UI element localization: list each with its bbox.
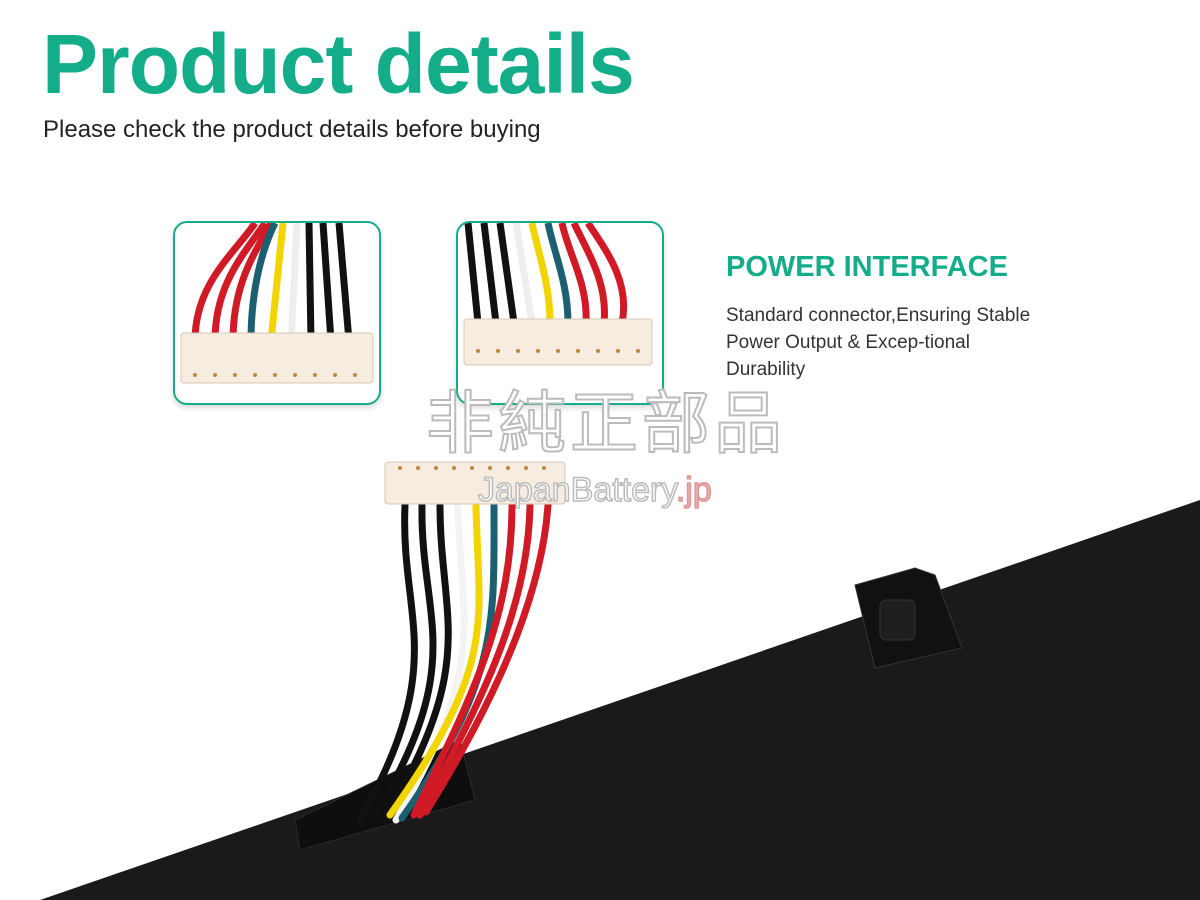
feature-description: Standard connector,Ensuring Stable Power…	[726, 305, 1031, 380]
watermark-tld: .jp	[675, 470, 712, 510]
connector-closeup-back	[456, 221, 664, 405]
page-subtitle: Please check the product details before …	[43, 116, 541, 143]
cable-wires	[356, 501, 552, 824]
connector-pins	[398, 466, 546, 470]
watermark-kanji: 非純正部品	[425, 386, 787, 462]
battery-clip-tab	[879, 599, 916, 641]
connector-closeup-front	[173, 221, 381, 405]
feature-title: POWER INTERFACE	[726, 251, 1008, 283]
battery-body	[40, 500, 1200, 900]
connector-plug	[384, 461, 566, 505]
page-title: Product details	[42, 17, 635, 111]
watermark-brand-name: JapanBattery	[477, 470, 676, 510]
watermark-brand: JapanBattery.jp	[477, 470, 712, 510]
